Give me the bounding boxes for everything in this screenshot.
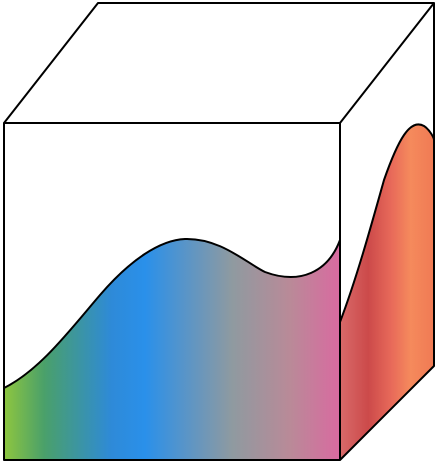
top-face-outline xyxy=(3,2,435,124)
front-wave-line xyxy=(3,237,341,389)
side-wave-line xyxy=(339,123,435,323)
side-fill xyxy=(340,124,434,460)
front-face-outline xyxy=(3,122,341,461)
right-face-outline xyxy=(339,3,435,461)
front-fill xyxy=(4,238,340,460)
cube-edges xyxy=(3,2,435,461)
